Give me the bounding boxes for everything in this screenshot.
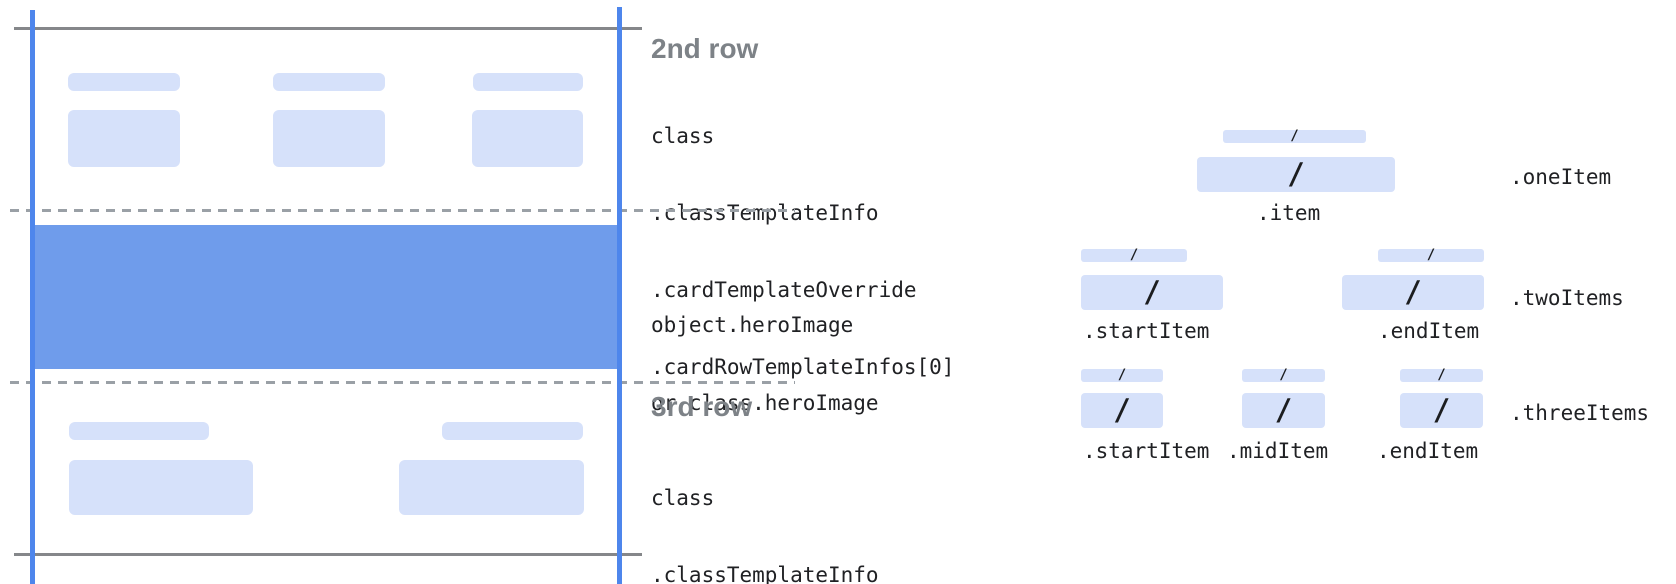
two-items-row-label: .twoItems <box>1510 286 1624 310</box>
slash-placeholder: / <box>1274 393 1293 427</box>
two-items-start-label: .startItem <box>1083 319 1210 343</box>
row2-col2-label-bar <box>273 73 385 91</box>
two-items-end-label: .endItem <box>1378 319 1480 343</box>
card-top-border-line <box>14 27 642 30</box>
slash-placeholder: / <box>1279 367 1288 383</box>
one-item-field-label: .item <box>1257 201 1321 225</box>
hero-image-block <box>35 225 617 369</box>
card-left-guide-line <box>30 10 35 584</box>
slash-placeholder: / <box>1290 128 1299 144</box>
slash-placeholder: / <box>1426 247 1436 263</box>
two-items-start-value-bar: / <box>1081 275 1223 310</box>
one-item-value-bar: / <box>1197 157 1395 192</box>
slash-placeholder: / <box>1432 393 1451 427</box>
three-items-end-label: .endItem <box>1377 439 1479 463</box>
row2-code-line: .cardRowTemplateInfos[0] <box>651 355 955 379</box>
row2-code-line: .cardTemplateOverride <box>651 278 917 302</box>
hero-code-line: object.heroImage <box>651 313 854 337</box>
row3-col1-label-bar <box>69 422 209 440</box>
row3-col1-value-box <box>69 460 253 515</box>
row3-col2-value-box <box>399 460 584 515</box>
row2-col3-value-box <box>472 110 583 167</box>
slash-placeholder: / <box>1287 157 1305 191</box>
three-items-start-label: .startItem <box>1083 439 1210 463</box>
slash-placeholder: / <box>1404 275 1422 309</box>
slash-placeholder: / <box>1117 367 1127 383</box>
row2-code-line: class <box>651 124 715 148</box>
row2-col2-value-box <box>273 110 385 167</box>
three-items-row-label: .threeItems <box>1510 401 1650 425</box>
row3-heading: 3rd row <box>651 391 753 422</box>
three-items-mid-value-bar: / <box>1242 393 1325 428</box>
three-items-start-label-bar: / <box>1081 367 1163 383</box>
three-items-end-value-bar: / <box>1400 393 1483 428</box>
row2-bottom-dashed-divider <box>10 209 795 212</box>
one-item-row-label: .oneItem <box>1510 165 1612 189</box>
row2-code-line: .classTemplateInfo <box>651 201 879 225</box>
two-items-end-value-bar: / <box>1342 275 1484 310</box>
row2-col1-label-bar <box>68 73 180 91</box>
hero-code-line: or class.heroImage <box>651 391 879 415</box>
two-items-end-label-bar: / <box>1378 247 1484 263</box>
row2-col3-label-bar <box>473 73 583 91</box>
row3-code-line: .classTemplateInfo <box>651 563 879 584</box>
row3-code-line: class <box>651 486 715 510</box>
two-items-start-label-bar: / <box>1081 247 1187 263</box>
slash-placeholder: / <box>1113 393 1131 427</box>
hero-bottom-dashed-divider <box>10 381 795 384</box>
hero-code-annotation: object.heroImage or class.heroImage <box>651 262 879 466</box>
slash-placeholder: / <box>1437 367 1446 383</box>
row3-col2-label-bar <box>442 422 583 440</box>
slash-placeholder: / <box>1143 275 1161 309</box>
three-items-mid-label: .midItem <box>1227 439 1329 463</box>
row2-col1-value-box <box>68 110 180 167</box>
three-items-start-value-bar: / <box>1081 393 1163 428</box>
row2-heading: 2nd row <box>651 33 759 64</box>
card-bottom-border-line <box>14 553 642 556</box>
row2-code-annotation: class .classTemplateInfo .cardTemplateOv… <box>651 74 954 430</box>
card-right-guide-line <box>617 7 622 584</box>
three-items-end-label-bar: / <box>1400 367 1483 383</box>
slash-placeholder: / <box>1129 247 1139 263</box>
one-item-label-bar: / <box>1223 128 1366 144</box>
row3-code-annotation: class .classTemplateInfo .cardTemplateOv… <box>651 436 954 584</box>
three-items-mid-label-bar: / <box>1242 367 1325 383</box>
